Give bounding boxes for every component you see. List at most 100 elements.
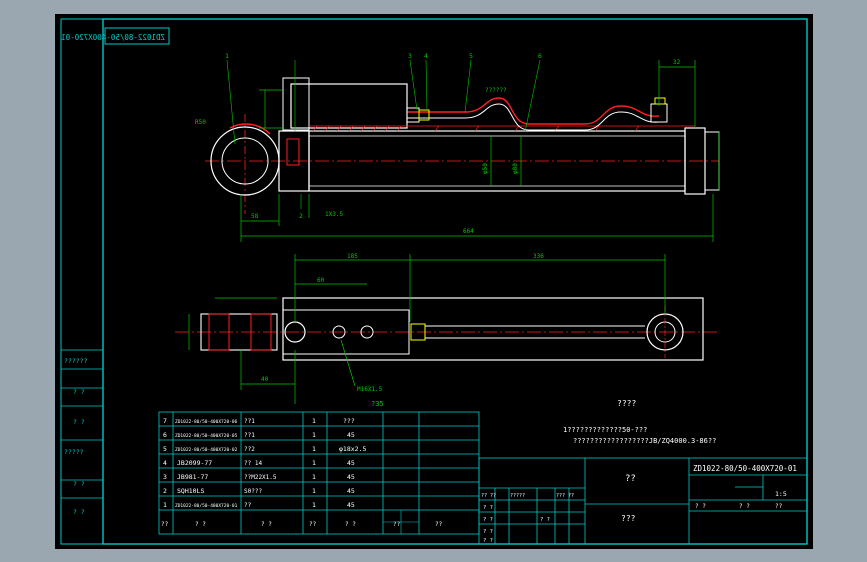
bom-row-1-name: ?? [244, 502, 252, 509]
callout-2: 2 [299, 212, 303, 220]
bom-row-3-code: JB981-77 [177, 473, 208, 481]
label-port: 1X3.5 [325, 211, 343, 218]
callout-5: 5 [469, 52, 473, 60]
bom-row-4-qty: 1 [312, 459, 316, 467]
dim-total-length: 664 [463, 228, 474, 235]
fitting-left [406, 107, 420, 123]
bom-row-6-code: ZD1022-80/50-400X720-05 [175, 433, 238, 439]
bom-row-5-no: 5 [163, 445, 167, 453]
bom-row-6-mat: 45 [347, 431, 355, 439]
dim-336: 336 [533, 253, 544, 260]
title-drawing-no: ZD1022-80/50-400X720-01 [693, 464, 797, 473]
tb-label-2: ????? [510, 493, 525, 499]
dim-32: 32 [673, 59, 681, 66]
bom-row-3-mat: 45 [347, 473, 355, 481]
tb-label-3: ??? ?? [556, 493, 574, 499]
bom-row-2-mat: 45 [347, 487, 355, 495]
bom-row-7-name: ??1 [244, 418, 255, 425]
clevis-fork [200, 313, 278, 351]
callout-3: 3 [408, 52, 412, 60]
bom-row-5-mat: φ18x2.5 [339, 445, 366, 453]
plan-valve-block [282, 309, 410, 355]
bom-row-1-mat: 45 [347, 501, 355, 509]
tb-label-7: ? ? [483, 538, 493, 544]
fitting-left-nut [418, 109, 430, 121]
bom-row-6-name: ??1 [244, 432, 255, 439]
clevis-eye-inner [221, 137, 269, 185]
bom-row-6-qty: 1 [312, 431, 316, 439]
bom-header-no: ?? [161, 521, 169, 528]
clevis-hatch-right [250, 313, 272, 351]
plan-port-2 [360, 325, 374, 339]
bom-header-name: ? ? [261, 521, 272, 528]
title-scale-label-2: ? ? [739, 503, 750, 510]
top-dimensions [240, 60, 720, 242]
bom-row-1-qty: 1 [312, 501, 316, 509]
tech-note-2: ??????????????????JB/ZQ4000.3-86?? [573, 437, 716, 445]
valve-flange [282, 77, 310, 131]
stamp-text: ZD1022-80/50-400X720-01 [61, 33, 165, 42]
left-panel-row-2: ? ? [73, 388, 85, 396]
plan-gland-nut [410, 323, 426, 341]
bom-row-3-name: ??M22X1.5 [244, 474, 277, 481]
label-sub: ?????? [485, 87, 507, 94]
dim-40: 40 [261, 376, 269, 383]
drawing-canvas: ZD1022-80/50-400X720-01 [60, 18, 808, 545]
bom-row-7-code: ZD1022-80/50-400X720-06 [175, 419, 238, 425]
head-hatch [286, 138, 300, 166]
dim-58: 58 [251, 213, 259, 220]
bom-row-7-qty: 1 [312, 417, 316, 425]
clevis-hatch-left [208, 313, 230, 351]
bom-header-unit: ?? [393, 521, 401, 528]
plan-dimensions [188, 254, 666, 404]
bom-row-5-code: ZD1022-80/50-400X720-02 [175, 447, 238, 453]
bom-header-code: ? ? [195, 521, 206, 528]
bom-header-mat: ? ? [345, 521, 356, 528]
callout-4: 4 [424, 52, 428, 60]
tb-label-8: ? ? [540, 517, 550, 523]
left-panel-row-1: ?????? [64, 357, 88, 365]
title-scale: 1:5 [775, 490, 787, 498]
tb-label-5: ? ? [483, 517, 493, 523]
bom-row-2-name: S0??? [244, 488, 262, 495]
bill-of-materials: 7 ZD1022-80/50-400X720-06 ??1 1 ??? 6 ZD… [158, 411, 480, 535]
fitting-right-nut [654, 97, 666, 105]
title-block: ZD1022-80/50-400X720-01 ?? ??? 1:5 ? ? ?… [478, 457, 808, 545]
left-panel-row-5: ? ? [73, 480, 85, 488]
bom-row-7-no: 7 [163, 417, 167, 425]
valve-body [290, 83, 408, 129]
cylinder-plan-view: 185 336 60 40 M16X1.5 ?35 [175, 253, 719, 408]
cylinder-front-view: 664 58 32 φ80 φ50 R50 ?????? 1X3.5 1 2 3… [195, 52, 720, 242]
bom-row-4-mat: 45 [347, 459, 355, 467]
left-revision-panel: ?????? ? ? ? ? ????? ? ? ? ? [60, 349, 104, 545]
drawing-frame [102, 18, 808, 545]
left-panel-row-6: ? ? [73, 508, 85, 516]
callout-leaders [226, 59, 541, 209]
title-scale-label-3: ?? [775, 503, 783, 510]
eye-hatch-arc [229, 123, 271, 135]
dim-185: 185 [347, 253, 358, 260]
title-company: ??? [621, 514, 636, 523]
callout-1: 1 [225, 52, 229, 60]
dim-bore: φ80 [512, 163, 519, 174]
title-text: ?? [625, 474, 636, 484]
drawing-sheet: ZD1022-80/50-400X720-01 [55, 14, 813, 549]
callout-6: 6 [538, 52, 542, 60]
left-panel-row-3: ? ? [73, 418, 85, 426]
tb-label-6: ? ? [483, 529, 493, 535]
title-scale-label-1: ? ? [695, 503, 706, 510]
bom-row-1-code: ZD1022-80/50-400X720-01 [175, 503, 238, 509]
bom-row-5-qty: 1 [312, 445, 316, 453]
bom-row-7-mat: ??? [343, 417, 355, 425]
top-hatching [309, 125, 695, 132]
bom-row-6-no: 6 [163, 431, 167, 439]
label-ph35: ?35 [371, 400, 384, 408]
bom-row-4-code: JB2099-77 [177, 459, 212, 467]
label-thread: M16X1.5 [357, 386, 383, 393]
plan-body [282, 297, 704, 361]
bom-row-2-no: 2 [163, 487, 167, 495]
bom-row-4-no: 4 [163, 459, 167, 467]
tech-title: ???? [617, 399, 636, 408]
left-panel-row-4: ????? [64, 448, 84, 456]
